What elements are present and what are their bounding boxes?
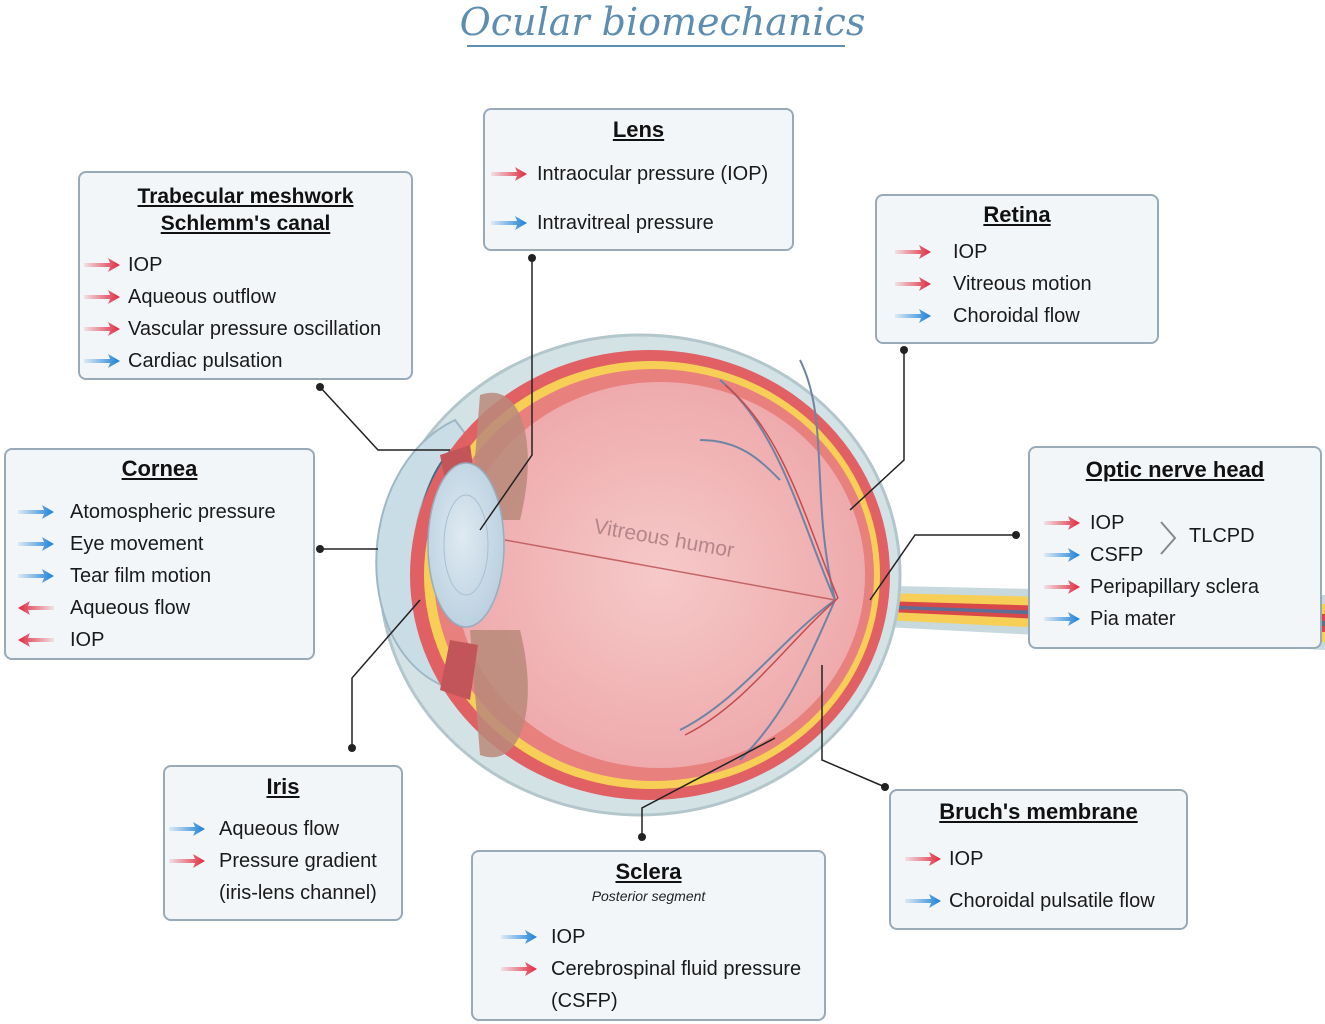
box-title-line2: Schlemm's canal [160, 212, 331, 235]
item-label: Pia mater [1090, 608, 1176, 630]
item-label: Vitreous motion [953, 273, 1092, 295]
item-label: Peripapillary sclera [1090, 576, 1259, 598]
item-label: Choroidal flow [953, 305, 1080, 327]
arrow-icon [501, 930, 537, 944]
arrow-icon [491, 167, 527, 181]
tlcpd-label: TLCPD [1189, 525, 1255, 547]
box-title: Cornea [121, 456, 198, 481]
arrow-icon [501, 962, 537, 976]
arrow-icon [84, 322, 120, 336]
arrow-icon [491, 216, 527, 230]
bruchs-membrane-box: Bruch's membrane IOP Choroidal pulsatile … [889, 789, 1188, 930]
arrow-icon [1044, 612, 1080, 626]
arrow-icon [169, 822, 205, 836]
item-label: Choroidal pulsatile flow [949, 890, 1155, 912]
title-underline [467, 45, 845, 47]
arrow-icon [18, 601, 54, 615]
arrow-icon [84, 354, 120, 368]
diagram-title: Ocular biomechanics [459, 0, 866, 44]
item-label: Vascular pressure oscillation [128, 318, 382, 340]
leader-lines [319, 258, 1016, 837]
lens-shape [427, 462, 505, 628]
box-title: Bruch's membrane [939, 799, 1138, 824]
arrow-icon [905, 852, 941, 866]
item-label: IOP [953, 241, 988, 263]
item-label: IOP [551, 926, 586, 948]
arrow-icon [895, 309, 931, 323]
item-label: Intravitreal pressure [537, 212, 714, 234]
item-label: IOP [70, 629, 105, 651]
arrow-icon [169, 854, 205, 868]
box-title-line1: Trabecular meshwork [137, 185, 354, 208]
item-label: IOP [1090, 512, 1125, 534]
arrow-icon [18, 569, 54, 583]
box-title: Optic nerve head [1085, 457, 1265, 482]
tlcpd-brace [1160, 521, 1177, 555]
arrow-icon [1044, 580, 1080, 594]
arrow-icon [895, 277, 931, 291]
arrow-icon [895, 245, 931, 259]
item-label: Eye movement [70, 533, 204, 555]
arrow-icon [1044, 548, 1080, 562]
box-title: Retina [983, 202, 1051, 227]
item-label: Pressure gradient [219, 850, 377, 872]
arrow-icon [18, 633, 54, 647]
arrow-icon [1044, 516, 1080, 530]
item-label: Atomospheric pressure [70, 501, 276, 523]
retinal-vessels [679, 359, 836, 761]
arrow-icon [84, 290, 120, 304]
arrow-icon [18, 537, 54, 551]
item-label: Aqueous flow [70, 597, 191, 619]
box-title: Iris [266, 774, 300, 799]
optic-nerve-head-box: Optic nerve head TLCPD IOP CSFP Peripapill… [1028, 446, 1322, 649]
item-label: (iris-lens channel) [219, 882, 377, 904]
item-label: IOP [949, 848, 984, 870]
item-label: (CSFP) [551, 990, 618, 1012]
item-label: Aqueous outflow [128, 286, 276, 308]
item-label: IOP [128, 254, 163, 276]
lens-box: Lens Intraocular pressure (IOP) Intravitr… [483, 108, 794, 251]
item-label: CSFP [1090, 544, 1144, 566]
arrow-icon [905, 894, 941, 908]
trabecular-box: Trabecular meshwork Schlemm's canal IOP A… [78, 171, 413, 380]
item-label: Cerebrospinal fluid pressure [551, 958, 802, 980]
item-label: Intraocular pressure (IOP) [537, 163, 769, 185]
vitreous-humor [455, 382, 865, 768]
item-label: Tear film motion [70, 565, 212, 587]
item-label: Aqueous flow [219, 818, 340, 840]
box-title: Lens [612, 117, 665, 142]
arrow-icon [84, 258, 120, 272]
box-subtitle: Posterior segment [591, 888, 706, 904]
arrow-icon [18, 505, 54, 519]
sclera-box: Sclera Posterior segment IOP Cerebrospina… [471, 850, 826, 1021]
box-title: Sclera [615, 859, 682, 884]
item-label: Cardiac pulsation [128, 350, 283, 372]
